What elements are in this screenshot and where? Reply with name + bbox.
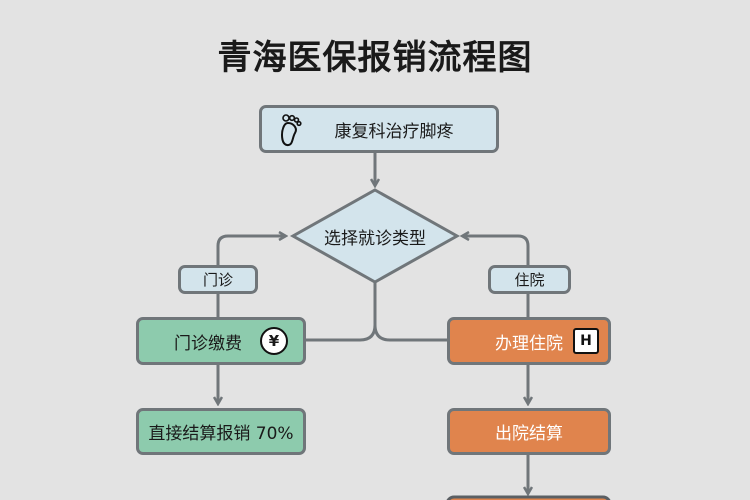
outpatient-text: 门诊 — [202, 271, 233, 289]
page-title: 青海医保报销流程图 — [217, 38, 533, 78]
outpatient-pay-label: 门诊缴费 — [174, 333, 242, 354]
inpatient-admit-label: 办理住院 — [495, 333, 563, 354]
next-step-box-partial — [446, 495, 611, 500]
outpatient-pay-node: 门诊缴费 ¥ — [136, 317, 306, 365]
start-label: 康复科治疗脚疼 — [334, 121, 454, 142]
foot-icon — [278, 114, 304, 153]
inpatient-settle-label: 出院结算 — [495, 424, 563, 444]
outpatient-settle-label: 直接结算报销 70% — [148, 424, 294, 444]
connector-to-inpatient — [373, 324, 447, 342]
inpatient-settle-node: 出院结算 — [447, 408, 611, 455]
yen-icon: ¥ — [260, 327, 288, 355]
arrow-inpatient-loop — [462, 236, 530, 266]
outpatient-branch-label: 门诊 — [178, 265, 258, 294]
arrow-outpatient-loop — [216, 236, 286, 266]
hospital-icon: H — [573, 328, 599, 354]
inpatient-branch-label: 住院 — [488, 265, 571, 294]
decision-label: 选择就诊类型 — [324, 229, 426, 249]
connector-to-outpatient — [305, 282, 377, 342]
start-node: 康复科治疗脚疼 — [259, 105, 499, 153]
inpatient-admit-node: 办理住院 H — [447, 317, 611, 365]
outpatient-settle-node: 直接结算报销 70% — [136, 408, 306, 455]
inpatient-text: 住院 — [514, 271, 545, 289]
